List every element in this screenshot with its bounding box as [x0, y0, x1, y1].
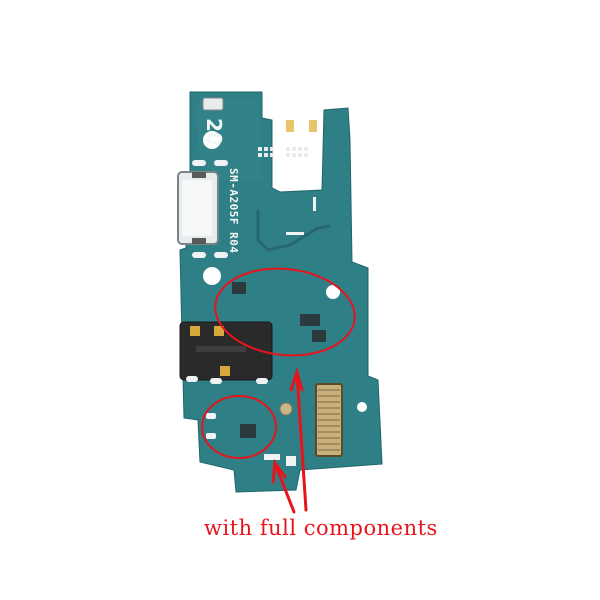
silkscreen-number: 20: [202, 118, 226, 146]
highlight-circle-lower: [201, 395, 277, 459]
annotation-caption: with full components: [204, 516, 438, 540]
silkscreen-model: SM-A205F R04: [227, 168, 240, 254]
annotation-arrows: [271, 366, 308, 514]
highlight-circle-upper: [214, 267, 356, 357]
